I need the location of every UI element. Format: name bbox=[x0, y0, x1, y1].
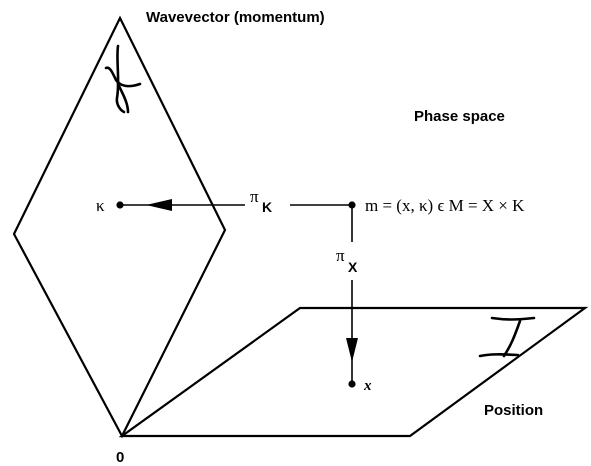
kappa-label: κ bbox=[96, 196, 105, 215]
wavevector-label: Wavevector (momentum) bbox=[146, 9, 325, 26]
pi-x-subscript: X bbox=[348, 259, 358, 275]
x-plane-glyph bbox=[478, 316, 536, 358]
kappa-point bbox=[116, 201, 124, 209]
m-point bbox=[348, 201, 356, 209]
position-plane bbox=[118, 306, 589, 438]
projection-pi-x-arrowhead bbox=[346, 338, 358, 362]
position-label: Position bbox=[484, 402, 543, 419]
momentum-plane bbox=[12, 15, 227, 439]
pi-k-subscript: K bbox=[262, 199, 272, 215]
x-point-label: x bbox=[363, 378, 372, 394]
x-point bbox=[348, 380, 356, 388]
m-equation-label: m = (x, κ) ϵ M = X × K bbox=[365, 196, 525, 215]
projection-pi-k-arrowhead bbox=[146, 199, 172, 211]
pi-k-symbol: π bbox=[250, 187, 259, 206]
origin-label: 0 bbox=[116, 449, 124, 466]
pi-x-symbol: π bbox=[336, 246, 345, 265]
k-plane-glyph bbox=[104, 44, 142, 114]
phase-space-label: Phase space bbox=[414, 108, 505, 125]
